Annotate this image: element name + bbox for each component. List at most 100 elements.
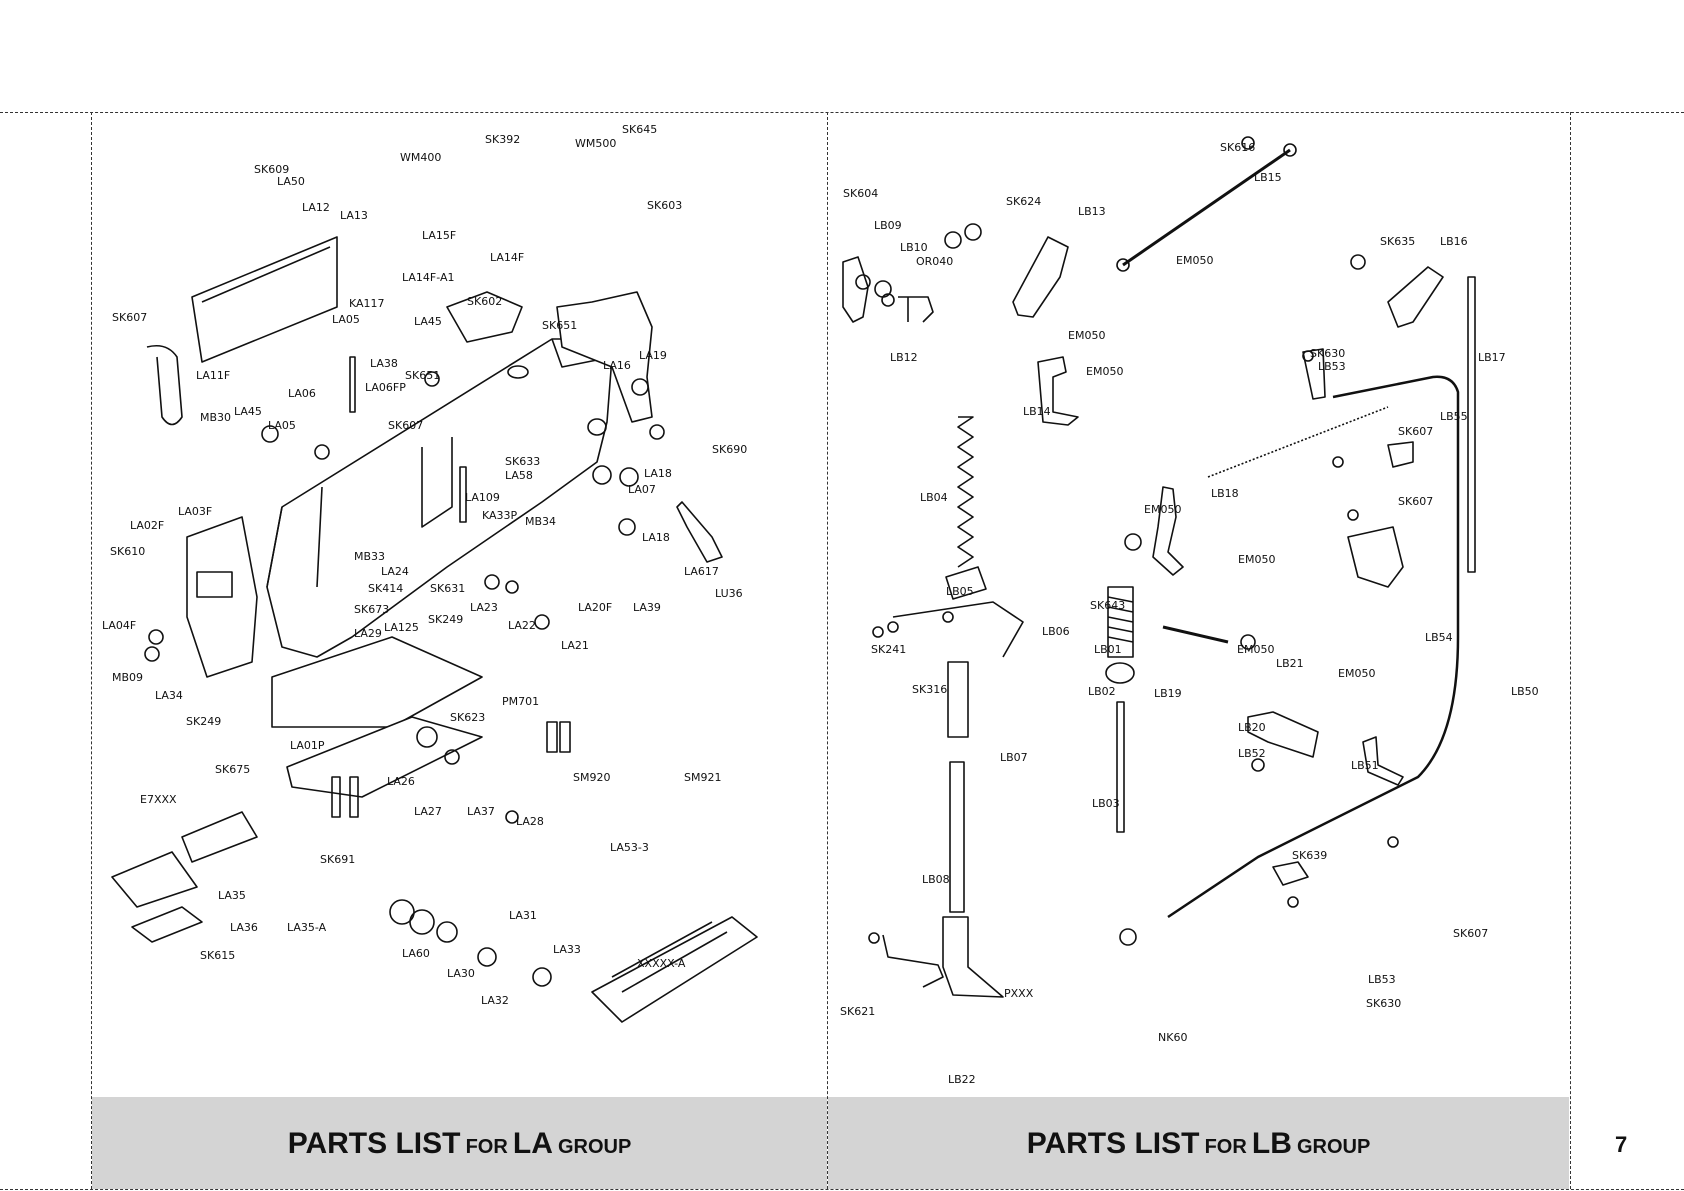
la-part-label: LA45 (234, 405, 262, 418)
lb-part-label: LB19 (1154, 687, 1182, 700)
la-part-label: SK249 (186, 715, 221, 728)
lb-part-label: LB13 (1078, 205, 1106, 218)
lb-group-title: PARTS LIST FOR LB GROUP (828, 1127, 1569, 1161)
la-part-label: SK651 (405, 369, 440, 382)
la-part-label: SK633 (505, 455, 540, 468)
la-part-label: LA21 (561, 639, 589, 652)
lb-part-label: SK635 (1380, 235, 1415, 248)
lb-part-label: LB10 (900, 241, 928, 254)
la-part-label: LA38 (370, 357, 398, 370)
la-part-label: LA617 (684, 565, 719, 578)
la-group-title-band: PARTS LIST FOR LA GROUP (92, 1097, 827, 1189)
lb-part-label: LB53 (1318, 360, 1346, 373)
la-part-label: LA18 (644, 467, 672, 480)
la-part-label: LA03F (178, 505, 212, 518)
lb-part-label: SK607 (1398, 425, 1433, 438)
la-part-label: LA36 (230, 921, 258, 934)
la-group-diagram-panel: SK392 WM400 WM500 SK645 SK609 LA50 LA12 … (92, 117, 827, 1106)
lb-part-label: SK639 (1292, 849, 1327, 862)
left-dashed-rule (91, 112, 92, 1189)
lb-part-label: LB54 (1425, 631, 1453, 644)
la-part-label: SK691 (320, 853, 355, 866)
la-part-label: LA16 (603, 359, 631, 372)
la-part-label: LA05 (268, 419, 296, 432)
la-part-label: MB34 (525, 515, 556, 528)
lb-part-label: LB01 (1094, 643, 1122, 656)
la-part-label: SK602 (467, 295, 502, 308)
la-part-label: LA28 (516, 815, 544, 828)
la-part-label: SM921 (684, 771, 721, 784)
title-group-code: LB (1251, 1127, 1292, 1160)
la-part-label: LA35 (218, 889, 246, 902)
lb-group-exploded-view: SK616 LB15 SK604 SK624 LB13 LB09 LB10 OR… (840, 136, 1539, 1086)
la-part-label: LA37 (467, 805, 495, 818)
lb-group-callout-labels: SK616 LB15 SK604 SK624 LB13 LB09 LB10 OR… (840, 141, 1539, 1086)
la-part-label: LA24 (381, 565, 409, 578)
lb-part-label: SK607 (1398, 495, 1433, 508)
lb-part-label: EM050 (1238, 553, 1275, 566)
title-group-word: GROUP (557, 1136, 632, 1158)
la-part-label: LA27 (414, 805, 442, 818)
lb-part-label: LB05 (946, 585, 974, 598)
lb-group-title-band: PARTS LIST FOR LB GROUP (828, 1097, 1569, 1189)
la-part-label: SK615 (200, 949, 235, 962)
lb-part-label: SK624 (1006, 195, 1041, 208)
title-for: FOR (1204, 1136, 1247, 1158)
la-part-label: LA15F (422, 229, 456, 242)
la-part-label: XXXXX-A (637, 957, 686, 970)
lb-part-label: LB20 (1238, 721, 1266, 734)
la-part-label: SK675 (215, 763, 250, 776)
la-part-label: LA06FP (365, 381, 406, 394)
la-part-label: SK645 (622, 123, 657, 136)
lb-part-label: EM050 (1237, 643, 1274, 656)
lb-part-label: SK316 (912, 683, 947, 696)
title-for: FOR (465, 1136, 508, 1158)
lb-part-label: LB04 (920, 491, 948, 504)
la-part-label: MB30 (200, 411, 231, 424)
la-part-label: LA32 (481, 994, 509, 1007)
top-dashed-rule (0, 112, 1684, 113)
lb-part-label: SK241 (871, 643, 906, 656)
la-part-label: LA11F (196, 369, 230, 382)
la-part-label: MB09 (112, 671, 143, 684)
la-part-label: LA34 (155, 689, 183, 702)
lb-part-label: SK604 (843, 187, 878, 200)
la-part-label: SK607 (112, 311, 147, 324)
la-part-label: LA29 (354, 627, 382, 640)
lb-part-label: LB17 (1478, 351, 1506, 364)
lb-part-label: EM050 (1176, 254, 1213, 267)
la-part-label: LA53-3 (610, 841, 649, 854)
page-number: 7 (1615, 1132, 1628, 1157)
la-part-label: SK690 (712, 443, 747, 456)
la-part-label: SK392 (485, 133, 520, 146)
lb-part-label: LB51 (1351, 759, 1379, 772)
la-part-label: LA07 (628, 483, 656, 496)
lb-part-label: SK621 (840, 1005, 875, 1018)
la-part-label: LA01P (290, 739, 325, 752)
la-part-label: LA125 (384, 621, 419, 634)
right-dashed-rule (1570, 112, 1571, 1189)
lb-part-label: LB07 (1000, 751, 1028, 764)
la-part-label: LA04F (102, 619, 136, 632)
la-part-label: LA05 (332, 313, 360, 326)
center-dashed-rule (827, 112, 828, 1189)
lb-part-label: LB15 (1254, 171, 1282, 184)
la-part-label: SK609 (254, 163, 289, 176)
lb-part-label: LB18 (1211, 487, 1239, 500)
la-part-label: WM500 (575, 137, 616, 150)
la-part-label: LU36 (715, 587, 743, 600)
la-part-label: LA45 (414, 315, 442, 328)
la-part-label: LA35-A (287, 921, 327, 934)
bottom-dashed-rule (0, 1189, 1684, 1190)
la-group-part-drawings (111, 236, 758, 1023)
la-part-label: SK631 (430, 582, 465, 595)
la-part-label: PM701 (502, 695, 539, 708)
lb-part-label: SK607 (1453, 927, 1488, 940)
la-part-label: LA39 (633, 601, 661, 614)
la-group-title: PARTS LIST FOR LA GROUP (92, 1127, 827, 1161)
lb-part-label: SK643 (1090, 599, 1125, 612)
lb-part-label: SK630 (1310, 347, 1345, 360)
lb-part-label: LB12 (890, 351, 918, 364)
lb-part-label: LB50 (1511, 685, 1539, 698)
lb-part-label: EM050 (1338, 667, 1375, 680)
